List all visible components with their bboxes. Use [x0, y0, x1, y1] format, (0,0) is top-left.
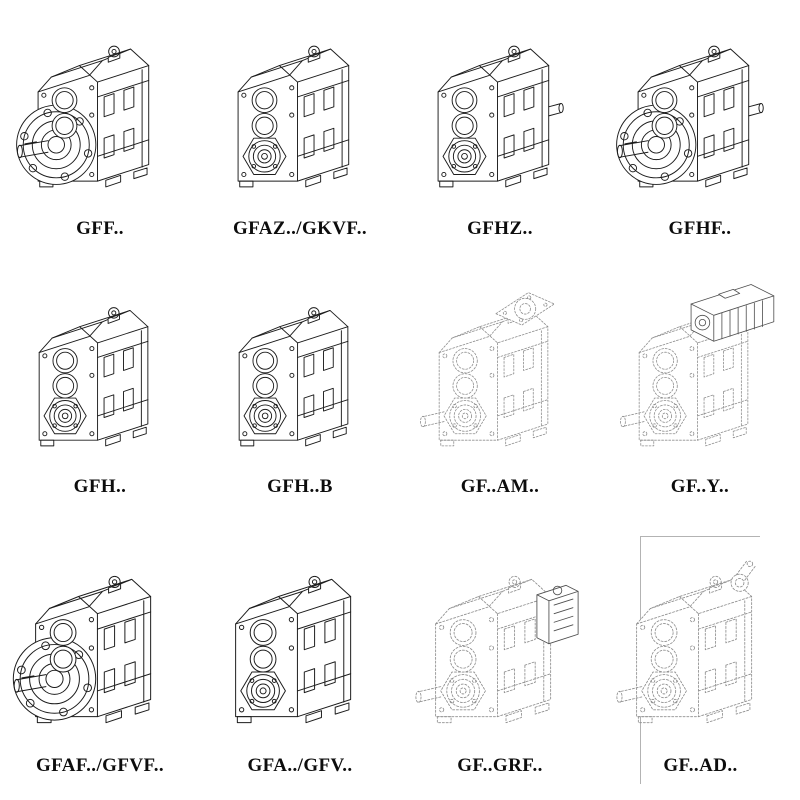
figure-gfaz-gkvf: GFAZ../GKVF.. — [233, 16, 367, 246]
figure-label: GFA../GFV.. — [247, 755, 353, 776]
flange-gearbox-drawing — [12, 575, 152, 724]
gearbox-with-motor-flange-drawing — [420, 292, 555, 447]
flange-gearbox-with-side-shaft-drawing — [616, 45, 764, 188]
figure-gfh-b: GFH..B — [238, 278, 360, 504]
figure-gfhz: GFHZ.. — [437, 16, 564, 246]
shaft-mounted-gearbox-drawing — [38, 307, 149, 447]
shaft-mounted-gearbox-drawing — [235, 575, 352, 724]
figure-label: GF..AM.. — [460, 475, 540, 497]
figure-label: GFHZ.. — [467, 217, 533, 239]
figure-gf-am: GF..AM.. — [420, 278, 560, 504]
figure-label: GFHF.. — [668, 217, 732, 239]
gearbox-with-input-shaft-drawing — [615, 560, 756, 724]
figure-gf-y: GF..Y.. — [620, 278, 775, 504]
gearbox-with-input-adapter-drawing — [415, 575, 579, 724]
figure-gff: GFF.. — [16, 16, 160, 246]
shaft-mounted-gearbox-drawing — [238, 307, 349, 447]
figure-label: GFH..B — [267, 475, 333, 497]
figure-gfh: GFH.. — [38, 278, 160, 504]
figure-label: GFAZ../GKVF.. — [233, 217, 367, 239]
figure-gfa-gfv: GFA../GFV.. — [235, 536, 360, 784]
figure-gf-grf: GF..GRF.. — [415, 536, 579, 784]
figure-label: GFF.. — [76, 217, 124, 239]
figure-label: GF..AD.. — [663, 755, 738, 776]
figure-gfaf-gfvf: GFAF../GFVF.. — [12, 536, 164, 784]
figure-label: GF..Y.. — [670, 475, 730, 497]
figure-gf-ad: GF..AD.. — [615, 536, 760, 784]
figure-label: GFAF../GFVF.. — [36, 755, 165, 776]
shaft-mounted-gearbox-with-side-shaft-drawing — [437, 45, 564, 188]
shaft-mounted-gearbox-drawing — [237, 45, 350, 188]
figure-label: GFH.. — [73, 475, 127, 497]
figure-label: GF..GRF.. — [457, 755, 543, 776]
flange-gearbox-drawing — [16, 45, 150, 188]
gearbox-with-motor-drawing — [620, 284, 775, 447]
figure-gfhf: GFHF.. — [616, 16, 764, 246]
